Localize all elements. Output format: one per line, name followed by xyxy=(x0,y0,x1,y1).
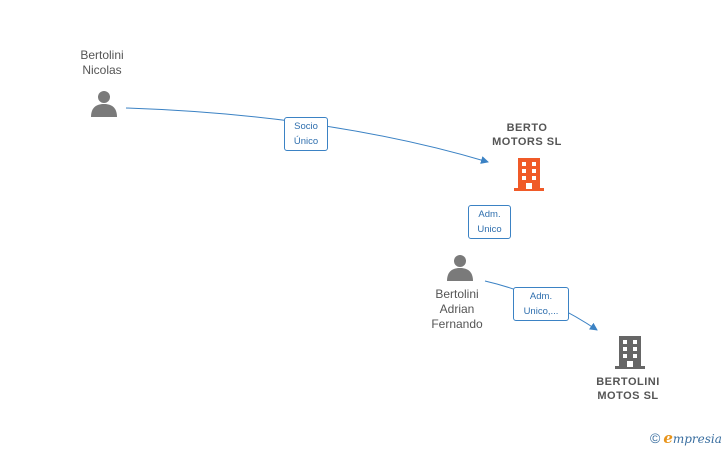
node-label-nicolas: Bertolini Nicolas xyxy=(62,48,142,78)
node-label-berto-motors-line2: MOTORS SL xyxy=(492,136,562,148)
node-label-adrian-line3: Fernando xyxy=(431,317,483,331)
brand-logo-e: e xyxy=(663,429,673,447)
empresia-logo[interactable]: ©empresia xyxy=(650,429,722,448)
edge-label-adm-berto-line1: Adm. xyxy=(478,209,501,220)
brand-logo-text: mpresia xyxy=(672,432,722,446)
edge-label-socio-line1: Socio xyxy=(294,121,318,132)
node-label-bertolini-motos: BERTOLINI MOTOS SL xyxy=(578,375,678,403)
node-label-nicolas-line1: Bertolini xyxy=(80,48,124,62)
edge-label-adm-berto[interactable]: Adm. Unico xyxy=(468,205,511,239)
edge-label-socio-line2: Único xyxy=(293,136,319,147)
node-label-bertolini-motos-line2: MOTOS SL xyxy=(597,390,659,402)
edge-label-adm-motos-line2: Unico,... xyxy=(523,306,559,317)
building-icon[interactable] xyxy=(614,334,646,370)
copyright-symbol: © xyxy=(650,430,661,446)
edge-label-adm-berto-line2: Unico xyxy=(477,224,502,235)
node-label-berto-motors-line1: BERTO xyxy=(506,122,548,134)
building-icon[interactable] xyxy=(513,156,545,192)
edge-label-socio[interactable]: Socio Único xyxy=(284,117,328,151)
node-label-adrian-line1: Bertolini xyxy=(435,287,479,301)
person-icon[interactable] xyxy=(445,252,475,282)
node-label-bertolini-motos-line1: BERTOLINI xyxy=(596,376,660,388)
node-label-adrian: Bertolini Adrian Fernando xyxy=(417,287,497,332)
edge-label-adm-motos[interactable]: Adm. Unico,... xyxy=(513,287,569,321)
node-label-nicolas-line2: Nicolas xyxy=(82,63,122,77)
person-icon[interactable] xyxy=(89,88,119,118)
node-label-berto-motors: BERTO MOTORS SL xyxy=(472,121,582,149)
node-label-adrian-line2: Adrian xyxy=(439,302,475,316)
edge-label-adm-motos-line1: Adm. xyxy=(529,291,553,302)
